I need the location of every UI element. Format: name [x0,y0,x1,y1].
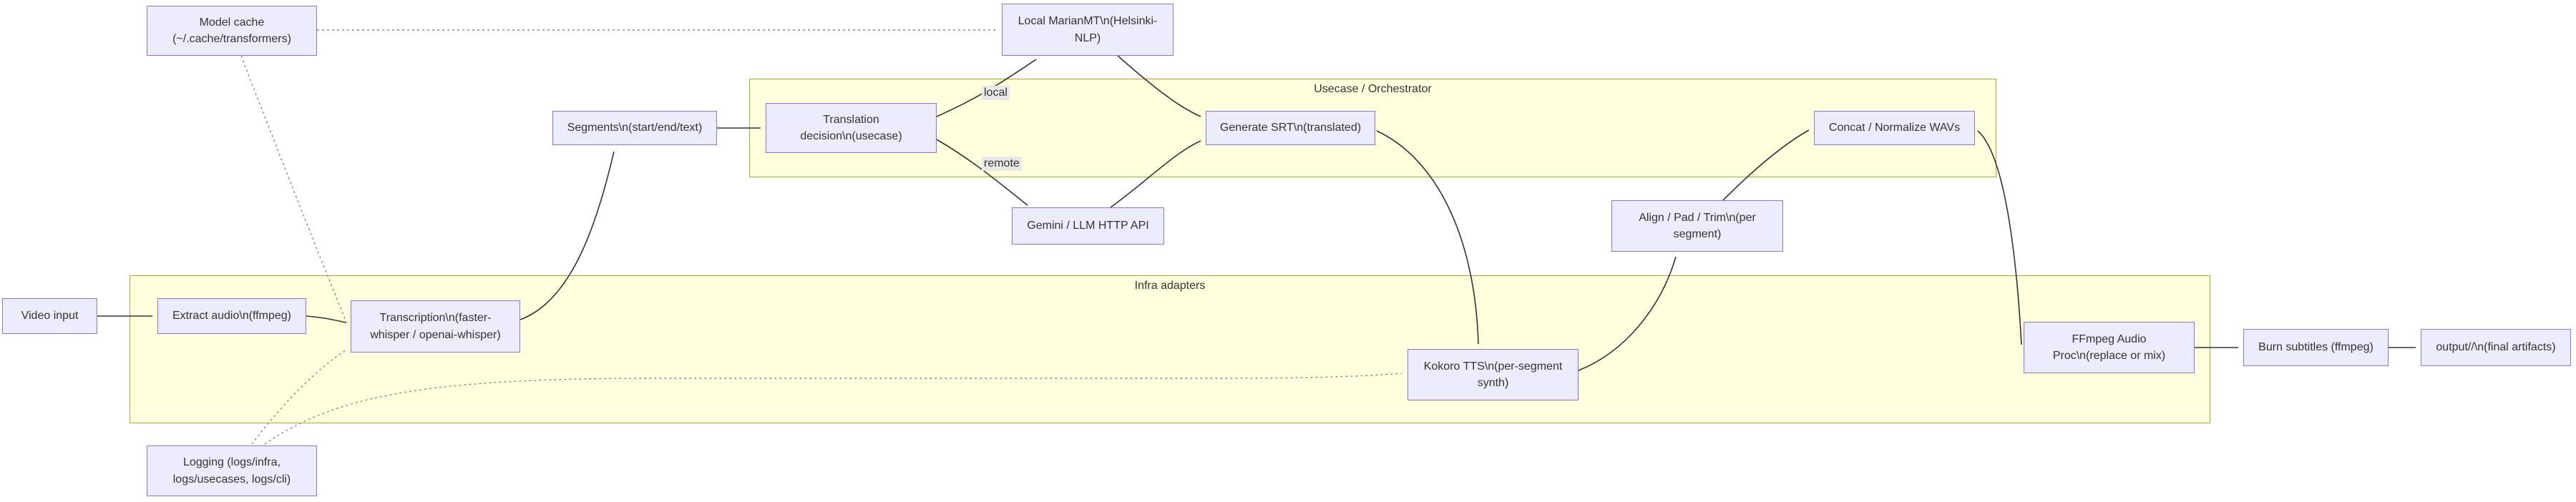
node-align-pad-trim: Align / Pad / Trim\n(per segment) [1611,200,1783,252]
edge-translation-to-gemini [936,139,1028,206]
node-extract-audio: Extract audio\n(ffmpeg) [157,298,306,334]
edge-marianmt-to-generate-srt [1117,55,1201,117]
node-output: output//\n(final artifacts) [2421,329,2571,366]
edge-label-remote: remote [982,157,1022,171]
edge-concat-to-ffmpeg-proc [1977,130,2022,345]
edge-gemini-to-generate-srt [1110,140,1201,208]
cluster-infra-label: Infra adapters [1134,280,1206,292]
node-video-input: Video input [2,298,97,334]
edge-extract-audio-to-transcription [306,315,346,323]
edge-transcription-to-segments [519,151,615,320]
edge-model-cache-to-transcription [240,55,348,325]
node-logging: Logging (logs/infra, logs/usecases, logs… [147,446,317,496]
node-kokoro-tts: Kokoro TTS\n(per-segment synth) [1407,349,1579,400]
edge-align-to-concat [1722,129,1810,201]
edge-logging-to-kokoro [264,373,1402,445]
edge-logging-to-transcription [251,350,346,445]
node-generate-srt: Generate SRT\n(translated) [1206,111,1375,145]
node-ffmpeg-audio-proc: FFmpeg Audio Proc\n(replace or mix) [2024,322,2195,373]
node-segments: Segments\n(start/end/text) [552,111,717,145]
node-transcription: Transcription\n(faster- whisper / openai… [351,300,520,353]
node-gemini-llm-api: Gemini / LLM HTTP API [1012,207,1164,245]
node-local-marianmt: Local MarianMT\n(Helsinki- NLP) [1002,4,1174,56]
edge-generate-srt-to-kokoro [1376,130,1479,345]
edge-label-local: local [982,86,1010,100]
edge-kokoro-to-align [1578,256,1677,371]
node-translation-decision: Translation decision\n(usecase) [766,103,937,153]
node-model-cache: Model cache (~/.cache/transformers) [147,6,317,56]
node-concat-normalize: Concat / Normalize WAVs [1814,111,1975,145]
node-burn-subtitles: Burn subtitles (ffmpeg) [2243,329,2389,366]
cluster-usecase-label: Usecase / Orchestrator [1314,83,1432,95]
